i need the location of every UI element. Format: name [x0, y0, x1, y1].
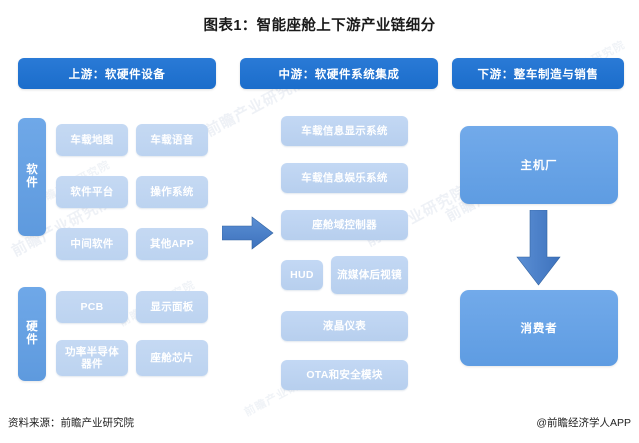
item-box: 车载语音 — [136, 124, 208, 156]
arrow-right-icon — [221, 216, 274, 250]
item-box-hud: HUD — [281, 260, 323, 290]
item-box: 显示面板 — [136, 291, 208, 323]
item-box: 座舱域控制器 — [281, 210, 408, 240]
group-label-hardware: 硬件 — [18, 287, 46, 381]
item-box: 中间软件 — [56, 228, 128, 260]
item-box: 车载信息娱乐系统 — [281, 163, 408, 193]
group-label-software-text: 软件 — [26, 164, 38, 189]
item-box: 操作系统 — [136, 176, 208, 208]
group-label-hardware-text: 硬件 — [26, 321, 38, 346]
item-box: 液晶仪表 — [281, 311, 408, 341]
item-box: 其他APP — [136, 228, 208, 260]
page-title: 图表1：智能座舱上下游产业链细分 — [203, 18, 436, 34]
header-upstream: 上游：软硬件设备 — [18, 58, 216, 89]
downstream-box-oem: 主机厂 — [460, 126, 618, 204]
item-box: 车载地图 — [56, 124, 128, 156]
item-box: PCB — [56, 291, 128, 323]
item-box: 座舱芯片 — [136, 340, 208, 376]
item-box: 功率半导体器件 — [56, 340, 128, 376]
downstream-box-consumer: 消费者 — [460, 290, 618, 366]
item-box: 车载信息显示系统 — [281, 116, 408, 146]
source-label: 资料来源：前瞻产业研究院 — [8, 417, 134, 429]
group-label-software: 软件 — [18, 118, 46, 236]
item-box: 软件平台 — [56, 176, 128, 208]
header-downstream: 下游：整车制造与销售 — [452, 58, 624, 89]
item-box: OTA和安全模块 — [281, 360, 408, 390]
footer-divider — [0, 405, 639, 406]
credit-label: @前瞻经济学人APP — [536, 417, 631, 429]
item-box: 流媒体后视镜 — [331, 256, 408, 294]
header-midstream: 中游：软硬件系统集成 — [240, 58, 438, 89]
arrow-down-icon — [516, 209, 562, 286]
